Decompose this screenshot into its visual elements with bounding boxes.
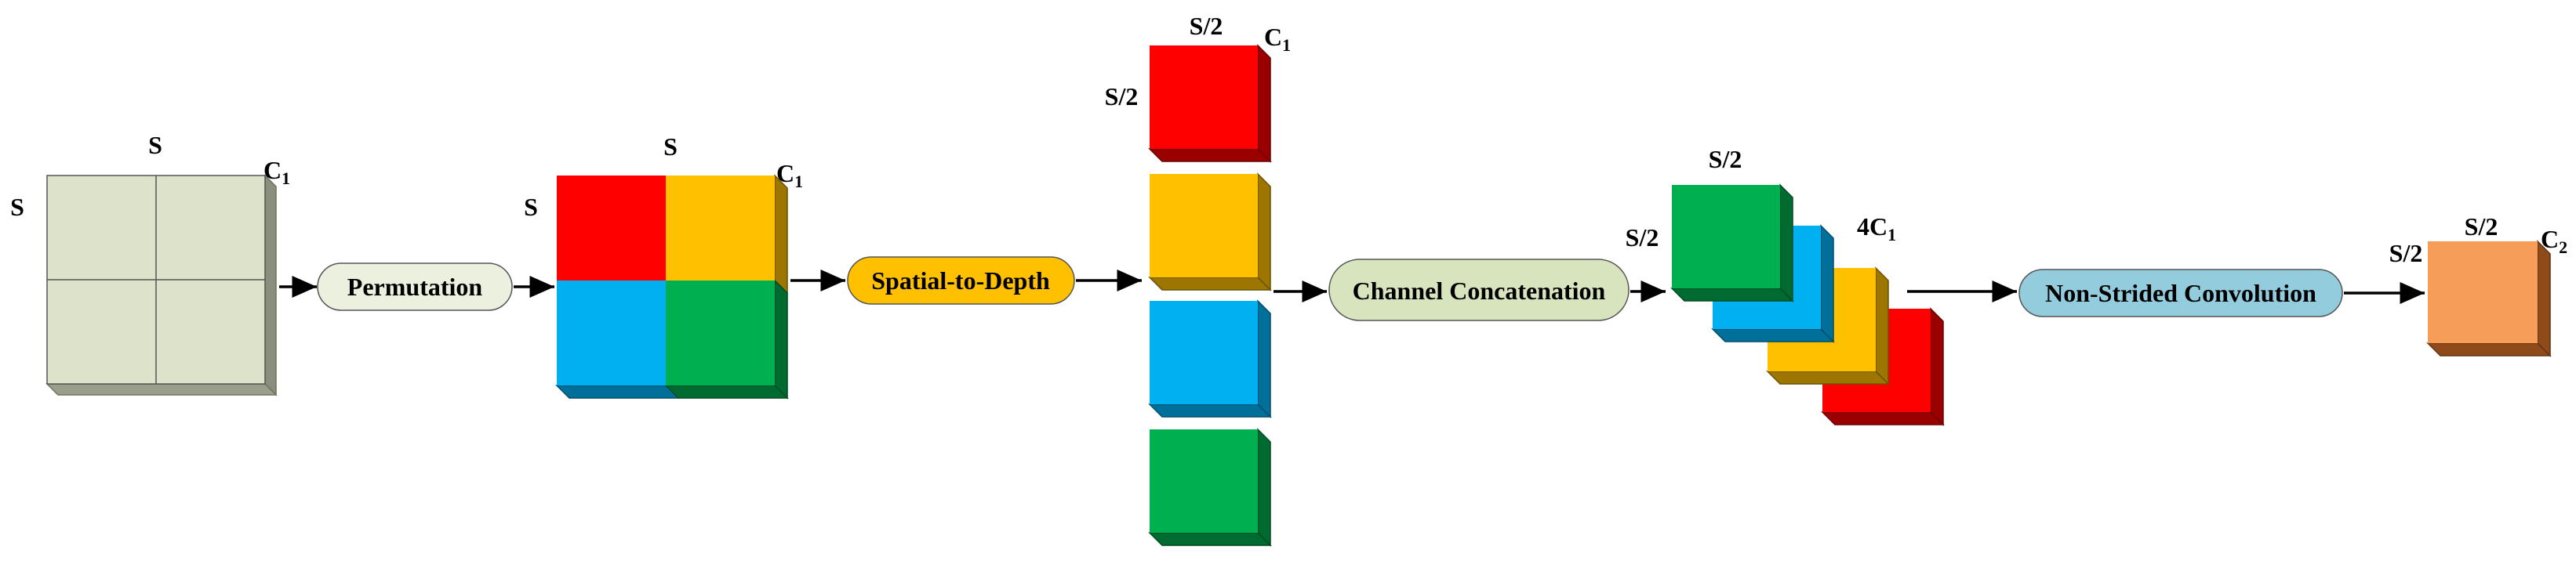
concat-green-right-face [1779, 183, 1793, 302]
permuted-channels-letter: C [776, 159, 794, 187]
split-channels-label: C1 [1264, 23, 1291, 55]
non-strided-convolution-step: Non-Strided Convolution [2018, 269, 2343, 317]
concat-blue-bottom-face [1711, 328, 1835, 342]
channel-concatenation-step: Channel Concatenation [1328, 259, 1630, 321]
input-channels-subscript: 1 [282, 168, 290, 188]
input-width-label: S [148, 131, 162, 159]
concat-channels-subscript: 1 [1887, 225, 1896, 244]
concat-width-label: S/2 [1709, 145, 1742, 173]
output-bottom-face [2426, 342, 2552, 357]
concat-green-bottom-face [1670, 288, 1794, 302]
split-yellow-bottom-face [1148, 277, 1272, 291]
concat-channels-letter: 4C [1857, 212, 1887, 241]
input-tensor-right-face [264, 174, 277, 396]
spatial-to-depth-label: Spatial-to-Depth [871, 266, 1050, 295]
split-height-label: S/2 [1105, 82, 1139, 110]
concat-red-right-face [1930, 307, 1944, 426]
permuted-green-bottom-face [664, 385, 789, 399]
non-strided-convolution-pill [2018, 269, 2343, 317]
input-tensor [45, 174, 278, 396]
output-front-face [2428, 241, 2538, 343]
concat-blue-right-face [1820, 224, 1834, 343]
concat-yellow-bottom-face [1766, 371, 1890, 385]
permutation-label: Permutation [347, 273, 483, 301]
split-channels-letter: C [1264, 23, 1282, 51]
split-red-right-face [1257, 44, 1271, 163]
split-block-green [1148, 428, 1272, 547]
input-tensor-bottom-face [45, 383, 278, 396]
split-block-blue [1148, 299, 1272, 418]
split-channels-subscript: 1 [1282, 35, 1291, 55]
concat-green-front-face [1672, 185, 1780, 288]
split-block-yellow [1148, 172, 1272, 291]
permuted-width-label: S [663, 132, 678, 161]
concat-red-bottom-face [1821, 411, 1945, 425]
concat-height-label: S/2 [1626, 223, 1659, 252]
split-blue-right-face [1257, 299, 1271, 418]
input-channels-label: C1 [263, 156, 290, 188]
permutation-pill [317, 262, 513, 311]
concat-block-green [1670, 183, 1794, 302]
permuted-tensor [555, 174, 789, 400]
permuted-channels-subscript: 1 [794, 172, 803, 191]
input-height-label: S [10, 193, 24, 221]
spatial-to-depth-step: Spatial-to-Depth [847, 256, 1075, 305]
permuted-height-label: S [524, 193, 538, 221]
permuted-yellow-right-face [774, 174, 788, 295]
output-channels-subscript: 2 [2559, 237, 2567, 257]
concat-channels-label: 4C1 [1857, 212, 1896, 244]
split-yellow-right-face [1257, 172, 1271, 291]
output-width-label: S/2 [2465, 212, 2498, 241]
split-block-red [1148, 44, 1272, 163]
split-blue-bottom-face [1148, 404, 1272, 418]
input-channels-letter: C [263, 156, 282, 184]
permuted-yellow-block [666, 176, 775, 280]
permuted-green-right-face [774, 279, 788, 400]
spatial-to-depth-pill [847, 256, 1075, 305]
split-width-label: S/2 [1190, 12, 1223, 40]
output-channels-label: C2 [2541, 225, 2567, 257]
concat-yellow-right-face [1875, 266, 1889, 385]
split-green-right-face [1257, 428, 1271, 547]
permuted-channels-label: C1 [776, 159, 803, 191]
split-green-front-face [1150, 429, 1258, 533]
permuted-red-block [557, 176, 666, 280]
split-red-bottom-face [1148, 148, 1272, 162]
output-channels-letter: C [2541, 225, 2559, 253]
output-right-face [2537, 240, 2551, 357]
split-yellow-front-face [1150, 174, 1258, 277]
split-blue-front-face [1150, 301, 1258, 404]
output-tensor [2426, 240, 2552, 357]
channel-concatenation-label: Channel Concatenation [1353, 277, 1606, 305]
split-red-front-face [1150, 45, 1258, 149]
output-height-label: S/2 [2389, 239, 2423, 267]
permuted-green-block [666, 280, 775, 385]
permuted-blue-block [557, 280, 666, 385]
permuted-blue-bottom-face [555, 385, 680, 399]
split-green-bottom-face [1148, 532, 1272, 546]
non-strided-convolution-label: Non-Strided Convolution [2045, 279, 2316, 307]
permutation-step: Permutation [317, 262, 513, 311]
channel-concatenation-pill [1328, 259, 1630, 321]
